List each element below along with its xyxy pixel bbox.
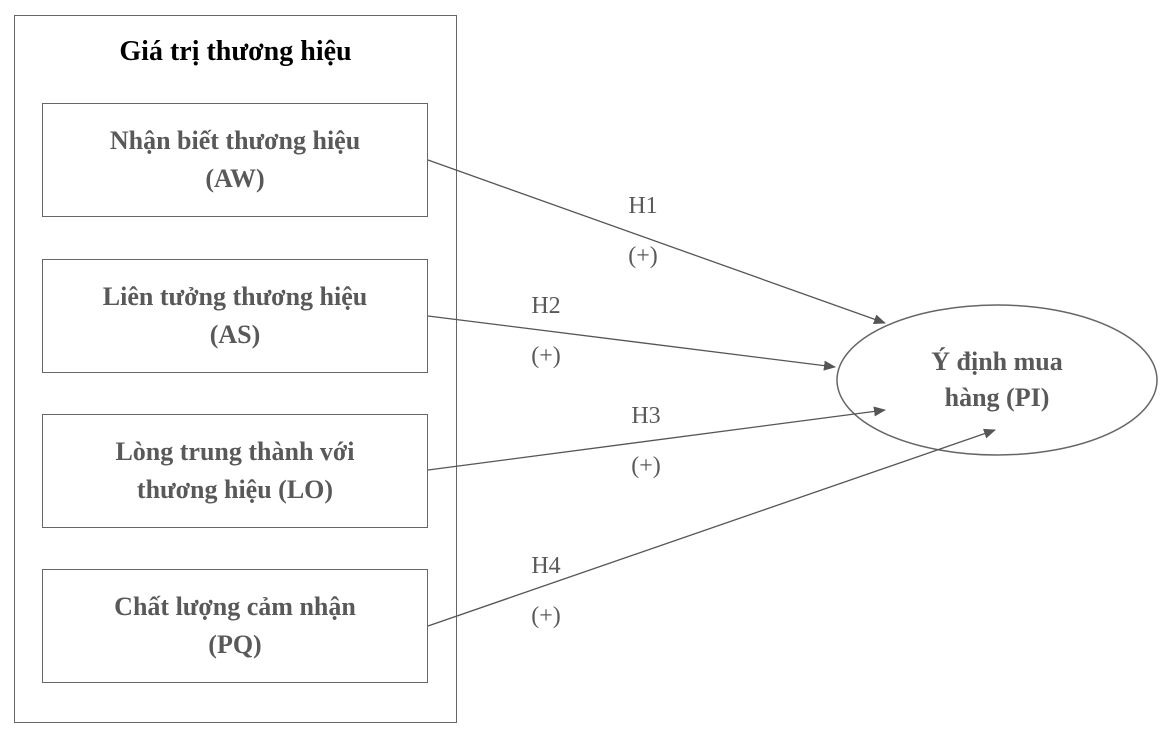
construct-aw: Nhận biết thương hiệu (AW): [42, 103, 428, 217]
hypothesis-h2-sign: (+): [531, 343, 561, 369]
arrow-h1: [427, 159, 886, 325]
construct-label: (AW): [205, 164, 265, 193]
hypothesis-h4-sign: (+): [531, 603, 561, 629]
construct-label: Lòng trung thành với: [115, 437, 355, 466]
construct-label: (AS): [209, 320, 261, 349]
outcome-label: Ý định mua: [931, 347, 1063, 376]
outcome-label: hàng (PI): [944, 383, 1050, 412]
hypothesis-h1-sign: (+): [628, 243, 658, 269]
construct-as: Liên tưởng thương hiệu (AS): [42, 259, 428, 373]
construct-label: Liên tưởng thương hiệu: [102, 282, 368, 311]
hypothesis-h3-label: H3: [631, 403, 661, 429]
outcome-pi: Ý định mua hàng (PI): [837, 305, 1157, 455]
hypothesis-h3-sign: (+): [631, 453, 661, 479]
brand-equity-group: [14, 15, 457, 723]
construct-label: thương hiệu (LO): [136, 475, 334, 504]
hypothesis-h1-label: H1: [628, 193, 658, 219]
construct-pq: Chất lượng cảm nhận (PQ): [42, 569, 428, 683]
hypothesis-h4-label: H4: [531, 553, 561, 579]
construct-lo: Lòng trung thành với thương hiệu (LO): [42, 414, 428, 528]
group-title: Giá trị thương hiệu: [119, 36, 352, 67]
construct-label: Chất lượng cảm nhận: [114, 592, 356, 621]
arrow-h3: [427, 406, 886, 471]
construct-label: Nhận biết thương hiệu: [109, 126, 361, 155]
hypothesis-h2-label: H2: [531, 293, 561, 319]
arrow-h2: [427, 315, 836, 371]
arrow-h4: [427, 428, 996, 627]
outcome-ellipse: [836, 304, 1158, 456]
construct-label: (PQ): [208, 630, 262, 659]
